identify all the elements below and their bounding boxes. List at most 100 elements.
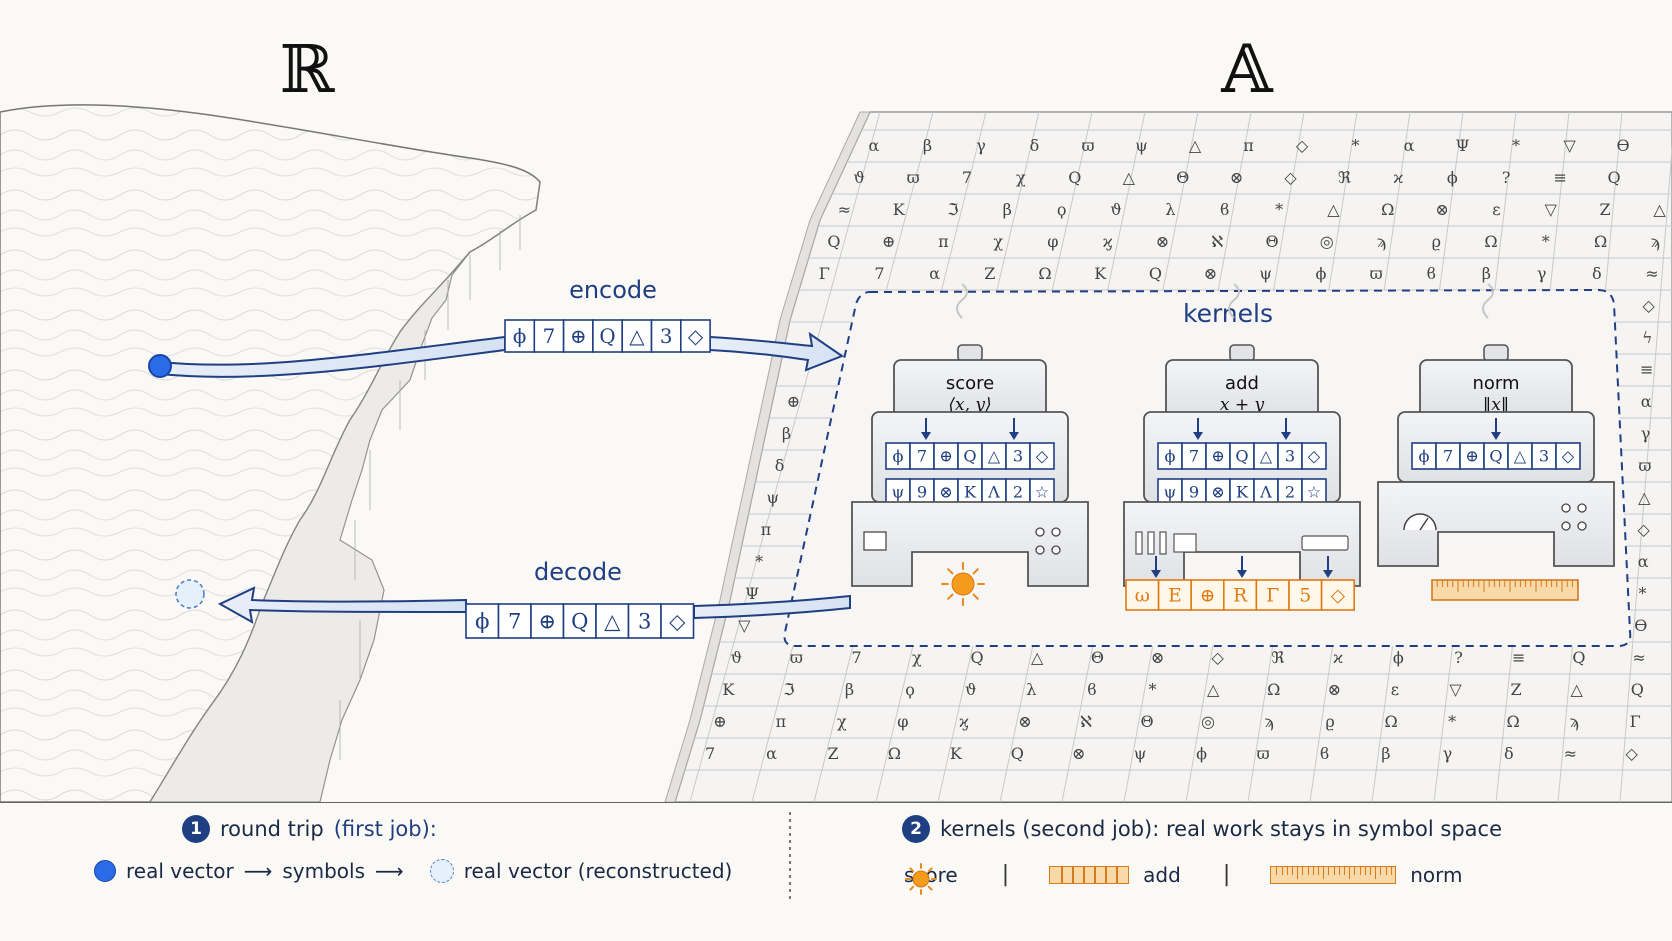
grid-symbol: Ω <box>888 744 901 763</box>
grid-symbol: ϱ <box>1325 712 1334 731</box>
token-cell <box>1229 442 1255 470</box>
grid-symbol: ? <box>1454 648 1463 667</box>
token-symbol: 7 <box>917 447 927 466</box>
grid-symbol: ϐ <box>1220 200 1229 219</box>
token-cell <box>530 603 565 639</box>
arrow-head-icon <box>1151 570 1161 578</box>
token-symbol: ⊗ <box>939 483 953 502</box>
grid-symbol: ▽ <box>1545 200 1558 219</box>
grid-symbol: φ <box>1047 232 1058 251</box>
token-symbol: 9 <box>1189 483 1199 502</box>
grid-symbol: β <box>1482 264 1491 283</box>
grid-symbol: * <box>1149 680 1157 699</box>
grid-symbol: 7 <box>962 168 972 187</box>
grid-symbol: ⊗ <box>1230 168 1243 187</box>
steam-icon <box>1228 283 1240 319</box>
grid-symbol: ϴ <box>1617 136 1630 155</box>
token-symbol: E <box>1168 586 1182 607</box>
legend-real-vector: real vector <box>126 859 234 883</box>
token-cell <box>1555 442 1581 470</box>
token-symbol: 7 <box>1189 447 1199 466</box>
grid-symbol: ◇ <box>1626 744 1639 763</box>
sun-output-icon <box>941 562 985 606</box>
token-cell <box>497 603 532 639</box>
token-cell <box>1157 442 1183 470</box>
token-cell <box>1157 579 1192 611</box>
arrow-head-icon <box>1237 570 1247 578</box>
grid-symbol: ◇ <box>1212 648 1225 667</box>
control-knob-icon <box>1561 521 1571 531</box>
grid-symbol: ▽ <box>738 616 751 635</box>
grid-symbol: χ <box>1016 168 1026 187</box>
reconstructed-vector-point[interactable] <box>175 579 205 609</box>
token-symbol: ⊗ <box>1211 483 1225 502</box>
grid-symbol: ϖ <box>1370 264 1383 283</box>
grid-symbol: ψ <box>1134 744 1147 763</box>
token-symbol: 5 <box>1299 586 1311 607</box>
grid-symbol: △ <box>1207 680 1220 699</box>
grid-symbol: ≈ <box>1632 648 1645 667</box>
grid-symbol: ≈ <box>1645 264 1658 283</box>
grid-symbol: ϕ <box>1196 744 1207 763</box>
grid-symbol: ϟ <box>1642 328 1653 347</box>
real-vector-point[interactable] <box>148 354 172 378</box>
gauge-needle <box>1419 517 1429 531</box>
sun-core <box>951 572 975 596</box>
token-symbol: 7 <box>508 608 521 633</box>
grid-symbol: △ <box>1123 168 1136 187</box>
grid-symbol: △ <box>1189 136 1202 155</box>
legend-round-trip-path: real vector ⟶ symbols ⟶ real vector (rec… <box>94 859 732 883</box>
grid-symbol: ψ <box>767 488 780 507</box>
token-symbol: ⊕ <box>939 447 953 466</box>
grid-symbol: ▽ <box>1563 136 1576 155</box>
grid-symbol: Θ <box>1091 648 1104 667</box>
token-symbol: △ <box>988 447 1001 466</box>
control-knob-icon <box>1577 503 1587 513</box>
encode-label: encode <box>569 276 657 304</box>
grid-symbol: 7 <box>874 264 884 283</box>
grid-symbol: Γ <box>819 264 830 283</box>
token-symbol: K <box>964 483 977 502</box>
legend: 1 round trip (first job): real vector ⟶ … <box>0 802 1672 941</box>
token-cell <box>1029 478 1055 506</box>
token-symbol: △ <box>604 608 621 633</box>
token-symbol: ⊕ <box>1211 447 1225 466</box>
vent-cap <box>1483 344 1509 362</box>
vent-cap <box>957 344 983 362</box>
grid-symbol: α <box>929 264 940 283</box>
token-cell <box>1157 478 1183 506</box>
token-symbol: ◇ <box>669 608 686 633</box>
grid-symbol: ⊕ <box>713 712 726 731</box>
token-symbol: 3 <box>1539 447 1549 466</box>
kernel-name: score <box>946 373 994 394</box>
grid-symbol: γ <box>1537 264 1547 283</box>
sun-ray <box>972 568 979 575</box>
grid-symbol: ϙ <box>905 680 915 699</box>
grid-symbol: β <box>1381 744 1390 763</box>
control-knob-icon <box>1035 527 1045 537</box>
token-symbol: ψ <box>1164 483 1177 502</box>
vent-cap <box>1229 344 1255 362</box>
grid-symbol: β <box>782 424 791 443</box>
grid-symbol: K <box>950 744 963 763</box>
token-symbol: 7 <box>543 325 556 348</box>
grid-symbol: ϡ <box>1377 232 1386 251</box>
kernel-name: add <box>1225 373 1259 394</box>
grid-symbol: ◇ <box>1296 136 1309 155</box>
reconstructed-dot-icon <box>429 859 454 883</box>
arrow-right-icon: ⟶ <box>243 859 273 883</box>
grid-symbol: △ <box>1638 488 1651 507</box>
grid-symbol: ψ <box>1259 264 1272 283</box>
grid-symbol: ⊗ <box>1204 264 1217 283</box>
grid-symbol: χ <box>993 232 1003 251</box>
token-cell <box>1301 442 1327 470</box>
grid-symbol: ϕ <box>1447 168 1458 187</box>
grid-symbol: α <box>1404 136 1415 155</box>
grid-symbol: ◇ <box>1642 296 1655 315</box>
